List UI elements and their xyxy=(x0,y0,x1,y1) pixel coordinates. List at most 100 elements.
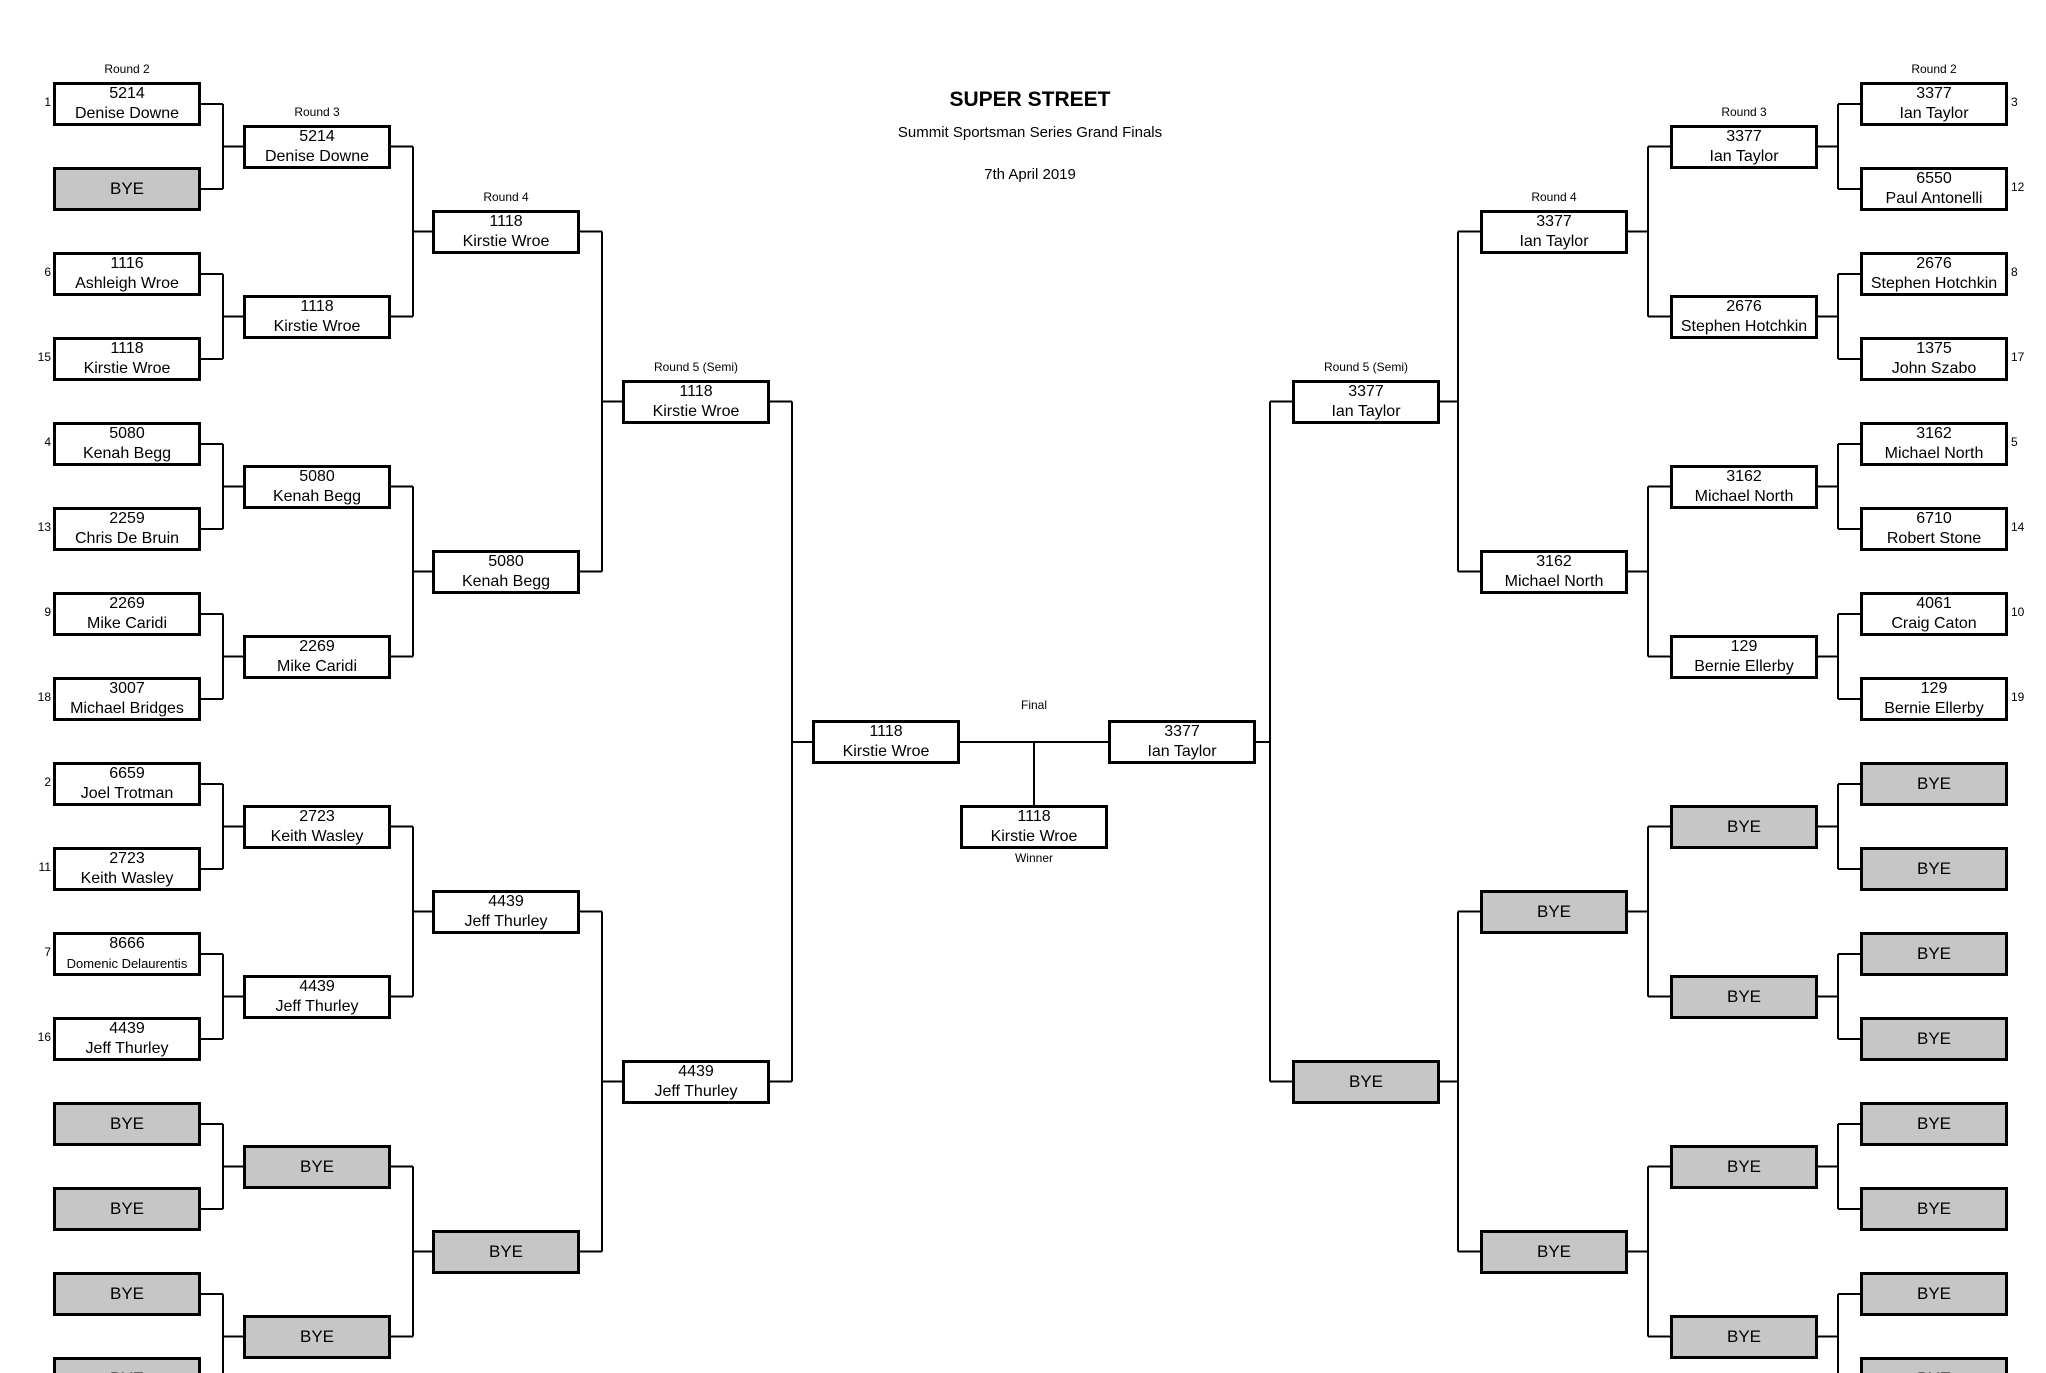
bye-label: BYE xyxy=(299,1156,335,1176)
bye-label: BYE xyxy=(1536,901,1572,921)
driver-name: Domenic Delaurentis xyxy=(66,956,188,971)
seed-number: 7 xyxy=(44,945,51,959)
car-number: 2259 xyxy=(109,510,145,527)
car-number: 4439 xyxy=(109,1020,145,1037)
driver-name: Joel Trotman xyxy=(80,785,174,802)
right-round2-slot: BYE xyxy=(1860,1272,2008,1316)
driver-name: Ian Taylor xyxy=(1519,232,1589,250)
driver-name: Craig Caton xyxy=(1891,615,1977,632)
car-number: 6550 xyxy=(1916,170,1952,187)
winner-label: Winner xyxy=(1014,851,1053,865)
car-number: 3007 xyxy=(109,680,145,697)
car-number: 1118 xyxy=(1017,808,1051,825)
bye-label: BYE xyxy=(1726,816,1762,836)
right-round2-slot: BYE xyxy=(1860,1102,2008,1146)
right-round4-slot: BYE xyxy=(1480,889,1628,934)
car-number: 129 xyxy=(1730,637,1758,655)
driver-name: Stephen Hotchkin xyxy=(1870,275,1998,292)
driver-name: Michael North xyxy=(1504,572,1604,590)
bye-label: BYE xyxy=(1917,1369,1951,1373)
right-r2-label: Round 2 xyxy=(1911,62,1957,76)
car-number: 2676 xyxy=(1916,255,1952,272)
bye-label: BYE xyxy=(1916,1284,1952,1303)
car-number: 3377 xyxy=(1916,85,1952,102)
driver-name: Stephen Hotchkin xyxy=(1680,317,1808,335)
right-round2-slot: BYE xyxy=(1860,1357,2008,1373)
left-round2-slot: BYE xyxy=(53,1187,201,1231)
car-number: 1118 xyxy=(110,340,144,357)
left-round3-slot: BYE xyxy=(243,1314,391,1359)
seed-number: 18 xyxy=(37,690,51,704)
car-number: 1375 xyxy=(1916,340,1952,357)
left-round2-slot: BYE xyxy=(53,1272,201,1316)
left-round2-slot: BYE xyxy=(53,167,201,211)
seed-number: 16 xyxy=(37,1030,51,1044)
bye-label: BYE xyxy=(1916,859,1952,878)
driver-name: Kenah Begg xyxy=(272,487,362,505)
car-number: 1118 xyxy=(300,297,334,315)
car-number: 5214 xyxy=(299,127,335,145)
right-round3-slot: BYE xyxy=(1670,1144,1818,1189)
right-r5-label: Round 5 (Semi) xyxy=(1323,359,1409,374)
seed-number: 17 xyxy=(2011,350,2025,364)
seed-number: 13 xyxy=(37,520,51,534)
driver-name: Kirstie Wroe xyxy=(83,360,171,377)
car-number: 3162 xyxy=(1536,552,1572,570)
right-round2-slot: BYE xyxy=(1860,932,2008,976)
right-r4-label: Round 4 xyxy=(1531,189,1577,204)
final-label: Final xyxy=(1020,698,1047,712)
car-number: 5080 xyxy=(299,467,335,485)
driver-name: Kirstie Wroe xyxy=(842,743,930,760)
bye-label: BYE xyxy=(1916,944,1952,963)
car-number: 3377 xyxy=(1536,212,1572,230)
right-round2-slot: BYE xyxy=(1860,847,2008,891)
driver-name: Ashleigh Wroe xyxy=(75,275,179,292)
seed-number: 2 xyxy=(44,775,51,789)
bye-label: BYE xyxy=(109,1114,145,1133)
driver-name: Jeff Thurley xyxy=(85,1040,169,1057)
right-round3-slot: BYE xyxy=(1670,804,1818,849)
car-number: 6659 xyxy=(109,765,145,782)
car-number: 3377 xyxy=(1348,382,1384,400)
left-round2-slot: BYE xyxy=(53,1102,201,1146)
left-round3-slot: BYE xyxy=(243,1144,391,1189)
left-round2-slot: BYE xyxy=(53,1357,201,1373)
bye-label: BYE xyxy=(109,1284,145,1303)
seed-number: 19 xyxy=(2011,690,2025,704)
driver-name: Denise Downe xyxy=(74,105,180,122)
left-r5-label: Round 5 (Semi) xyxy=(653,359,739,374)
right-round4-slot: BYE xyxy=(1480,1229,1628,1274)
driver-name: Denise Downe xyxy=(264,147,370,165)
driver-name: Jeff Thurley xyxy=(275,997,359,1015)
driver-name: Paul Antonelli xyxy=(1885,190,1983,207)
left-r3-label: Round 3 xyxy=(294,104,340,119)
page-title: SUPER STREET xyxy=(949,88,1111,111)
driver-name: Keith Wasley xyxy=(270,827,364,845)
driver-name: Keith Wasley xyxy=(80,870,174,887)
right-round2-slot: BYE xyxy=(1860,1187,2008,1231)
car-number: 5080 xyxy=(488,552,524,570)
car-number: 1118 xyxy=(679,382,713,400)
